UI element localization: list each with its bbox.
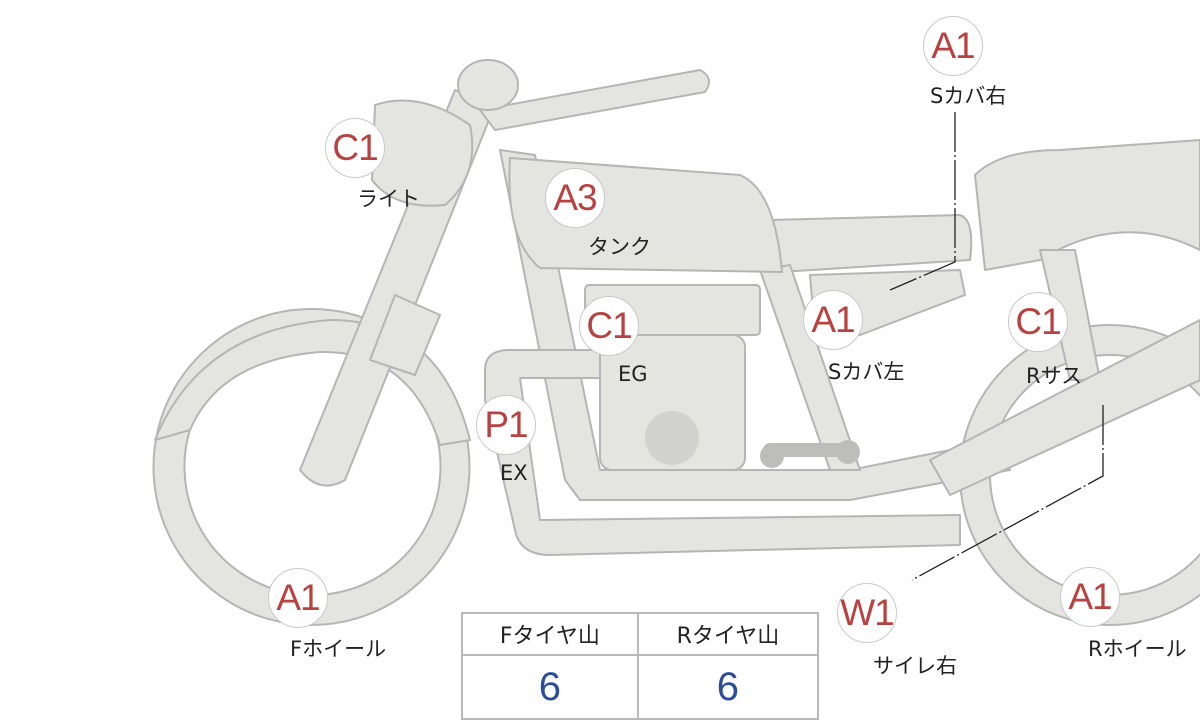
marker-rear-wheel: A1: [1060, 567, 1120, 627]
handlebar: [479, 69, 710, 131]
marker-exhaust: P1: [476, 395, 536, 455]
seat: [769, 214, 973, 273]
rear-fender: [974, 139, 1200, 271]
rear-tire-header: Rタイヤ山: [636, 612, 820, 656]
front-tire-header: Fタイヤ山: [461, 612, 639, 656]
front-tire-value: 6: [461, 654, 639, 720]
label-s-cover-left: Sカバ左: [828, 360, 905, 384]
engine: [599, 334, 746, 471]
label-front-wheel: Fホイール: [290, 637, 387, 661]
label-s-cover-right: Sカバ右: [930, 84, 1007, 108]
marker-muffler-right: W1: [837, 583, 897, 643]
label-rear-suspension: Rサス: [1026, 364, 1083, 388]
label-tank: タンク: [588, 235, 651, 259]
marker-front-wheel: A1: [268, 568, 328, 628]
headlight: [371, 99, 474, 207]
label-headlight: ライト: [357, 187, 420, 211]
marker-engine: C1: [579, 296, 639, 356]
label-muffler-right: サイレ右: [873, 654, 957, 678]
exhaust: [484, 349, 961, 556]
swingarm: [929, 319, 1200, 496]
marker-rear-suspension: C1: [1008, 292, 1068, 352]
marker-headlight: C1: [325, 118, 385, 178]
marker-tank: A3: [545, 168, 605, 228]
tire-tread-table: Fタイヤ山 Rタイヤ山 6 6: [461, 612, 820, 720]
label-rear-wheel: Rホイール: [1088, 637, 1187, 661]
marker-s-cover-right: A1: [923, 16, 983, 76]
mirror: [457, 59, 519, 111]
label-engine: EG: [618, 362, 648, 386]
leader-line-muffler-right: [911, 405, 1104, 581]
label-exhaust: EX: [500, 461, 528, 485]
marker-s-cover-left: A1: [803, 290, 863, 350]
leader-line-s-cover-right: [889, 112, 956, 291]
rear-tire-value: 6: [636, 654, 820, 720]
